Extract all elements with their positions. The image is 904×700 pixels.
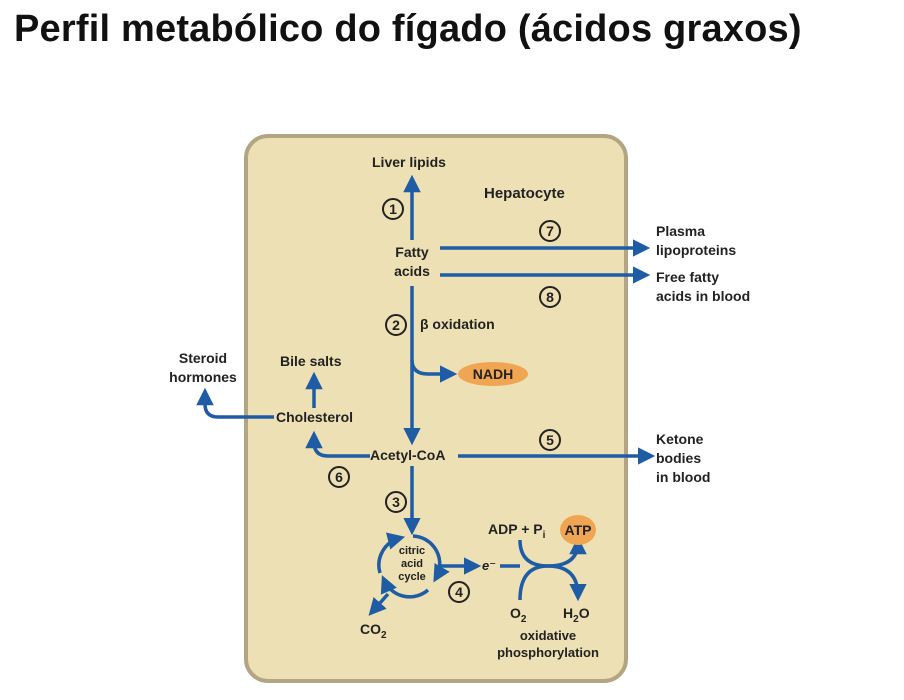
step-1-badge: 1: [382, 198, 404, 220]
citric-acid-cycle-label: citric acid cycle: [391, 545, 433, 584]
liver-lipids-label: Liver lipids: [372, 154, 446, 170]
citric-cycle-arc-1: [412, 534, 450, 583]
citric-cycle-line1: citric: [398, 545, 426, 557]
step-5-badge: 5: [539, 429, 561, 451]
oxphos-line2: phosphorylation: [497, 645, 599, 660]
beta-oxidation-label: β oxidation: [420, 316, 495, 332]
oxphos-line1: oxidative: [519, 628, 577, 643]
plasma-lipoproteins-line1: Plasma: [656, 223, 706, 239]
bile-salts-label: Bile salts: [280, 353, 342, 369]
arrow-co2: [368, 592, 390, 616]
co2-label: CO2: [360, 620, 387, 645]
plasma-lipoproteins-line2: lipoproteins: [656, 242, 737, 258]
h2o-label: H2O: [563, 604, 590, 629]
h2o-h: H: [563, 605, 574, 621]
steroid-hormones-line1: Steroid: [178, 350, 228, 366]
steroid-hormones-label: Steroid hormones: [160, 349, 246, 387]
step-3-badge: 3: [385, 491, 407, 513]
citric-cycle-arc-2: [380, 575, 430, 599]
fatty-acids-label: Fatty acids: [388, 243, 436, 281]
hepatocyte-label: Hepatocyte: [484, 185, 565, 202]
adp-pi-text: ADP + P: [488, 521, 543, 537]
step-6-badge: 6: [328, 466, 350, 488]
acetyl-coa-label: Acetyl-CoA: [370, 447, 446, 463]
ketone-bodies-line2: bodies: [656, 450, 702, 466]
arrow-adp-to-atp: [518, 536, 587, 568]
oxidative-phosphorylation-label: oxidative phosphorylation: [484, 627, 612, 661]
ketone-bodies-line1: Ketone: [656, 431, 704, 447]
step-4-badge: 4: [448, 581, 470, 603]
free-fatty-acids-line1: Free fatty: [656, 269, 720, 285]
fatty-acids-line2: acids: [394, 263, 430, 279]
citric-cycle-line3: cycle: [398, 571, 426, 583]
adp-pi-label: ADP + Pi: [488, 520, 545, 545]
atp-highlight: ATP: [560, 515, 596, 545]
o2-text: O: [510, 605, 521, 621]
page-title: Perfil metabólico do fígado (ácidos grax…: [14, 8, 802, 50]
electron-label: e⁻: [482, 558, 497, 573]
step-2-badge: 2: [385, 314, 407, 336]
pi-subscript: i: [542, 529, 546, 541]
arrow-to-steroid-hormones: [196, 387, 274, 419]
co2-text: CO: [360, 621, 381, 637]
co2-subscript: 2: [381, 629, 387, 641]
citric-cycle-line2: acid: [400, 558, 423, 570]
step-7-badge: 7: [539, 220, 561, 242]
hepatocyte-cell: [244, 134, 628, 683]
free-fatty-acids-line2: acids in blood: [656, 288, 751, 304]
steroid-hormones-line2: hormones: [169, 369, 237, 385]
ketone-bodies-line3: in blood: [656, 469, 711, 485]
step-8-badge: 8: [539, 286, 561, 308]
o2-subscript: 2: [520, 613, 527, 625]
fatty-acids-line1: Fatty: [395, 244, 429, 260]
cholesterol-label: Cholesterol: [276, 409, 354, 425]
ketone-bodies-label: Ketone bodies in blood: [656, 430, 710, 487]
nadh-highlight: NADH: [458, 362, 528, 386]
arrow-to-nadh: [410, 359, 458, 383]
plasma-lipoproteins-label: Plasma lipoproteins: [656, 222, 736, 260]
citric-cycle-arc-3: [377, 532, 406, 574]
o2-label: O2: [510, 604, 526, 629]
free-fatty-acids-label: Free fatty acids in blood: [656, 268, 750, 306]
h2o-subscript: 2: [573, 613, 579, 625]
h2o-o: O: [578, 605, 590, 621]
arrow-to-cholesterol: [305, 430, 370, 458]
